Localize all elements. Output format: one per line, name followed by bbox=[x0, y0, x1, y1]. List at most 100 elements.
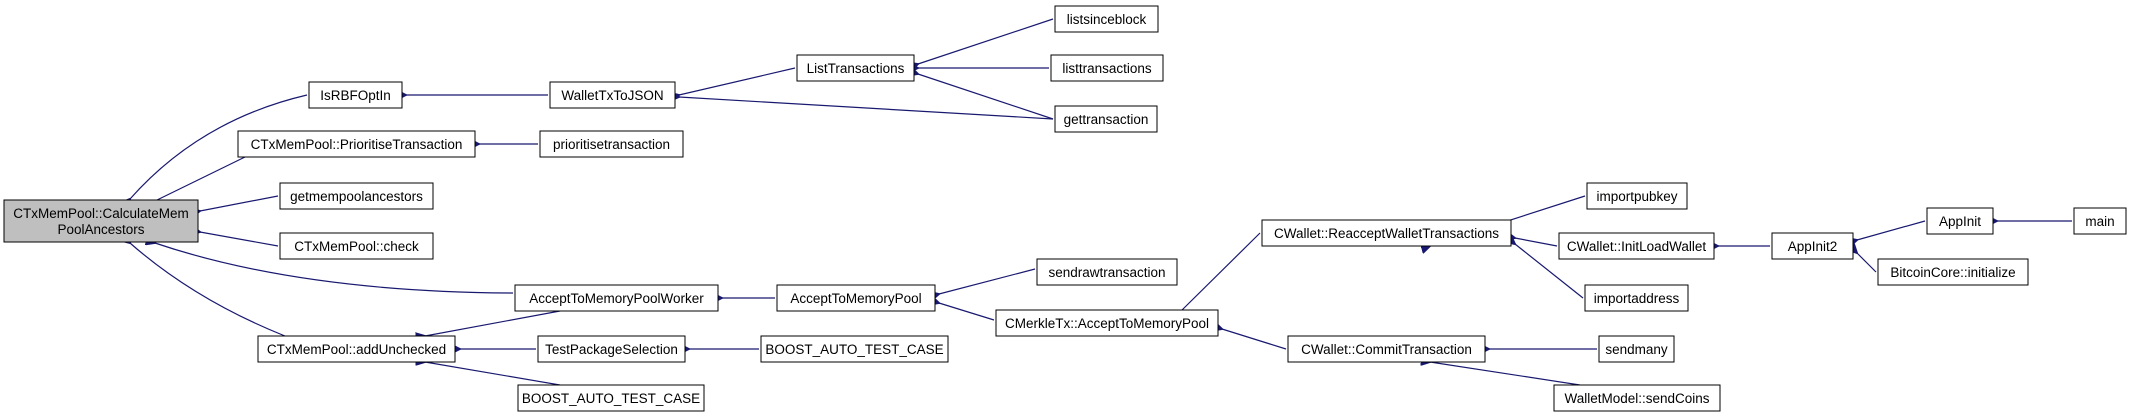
edge-importaddress-24 bbox=[1515, 244, 1584, 299]
node-reaccept[interactable]: CWallet::ReacceptWalletTransactions bbox=[1261, 219, 1512, 247]
node-label: PoolAncestors bbox=[57, 222, 144, 237]
node-prioritise[interactable]: CTxMemPool::PrioritiseTransaction bbox=[237, 130, 476, 158]
node-label: ListTransactions bbox=[807, 61, 905, 76]
node-isrbf[interactable]: IsRBFOptIn bbox=[308, 81, 403, 109]
edge-gettransaction-13 bbox=[679, 97, 1054, 120]
edge-addunchecked-5 bbox=[130, 243, 286, 337]
node-listtransactions[interactable]: listtransactions bbox=[1050, 54, 1164, 82]
node-label: importaddress bbox=[1594, 291, 1680, 306]
node-atmp[interactable]: AcceptToMemoryPool bbox=[776, 284, 936, 312]
edge-listsince-17 bbox=[918, 18, 1054, 64]
node-label: AcceptToMemoryPoolWorker bbox=[529, 291, 704, 306]
edge-listtx-12 bbox=[679, 67, 796, 95]
edge-commit-21 bbox=[1222, 329, 1287, 350]
node-label: AcceptToMemoryPool bbox=[790, 291, 921, 306]
node-box bbox=[237, 130, 476, 158]
node-getmempoolanc[interactable]: getmempoolancestors bbox=[279, 182, 434, 210]
node-listtx[interactable]: ListTransactions bbox=[796, 54, 915, 82]
node-label: AppInit2 bbox=[1788, 239, 1838, 254]
node-initload[interactable]: CWallet::InitLoadWallet bbox=[1558, 232, 1715, 260]
node-box bbox=[1054, 5, 1159, 33]
node-label: listtransactions bbox=[1062, 61, 1152, 76]
node-label: sendmany bbox=[1605, 342, 1668, 357]
node-box bbox=[2073, 207, 2127, 235]
node-box bbox=[279, 182, 434, 210]
node-gettransaction[interactable]: gettransaction bbox=[1054, 105, 1158, 133]
node-box bbox=[1553, 384, 1721, 412]
node-listsince[interactable]: listsinceblock bbox=[1054, 5, 1159, 33]
node-importaddress[interactable]: importaddress bbox=[1584, 284, 1689, 312]
node-label: TestPackageSelection bbox=[545, 342, 678, 357]
node-testpkg[interactable]: TestPackageSelection bbox=[537, 335, 686, 363]
node-box bbox=[257, 335, 456, 363]
node-label: CWallet::ReacceptWalletTransactions bbox=[1274, 226, 1499, 241]
edge-reaccept-20 bbox=[1180, 232, 1261, 312]
node-check[interactable]: CTxMemPool::check bbox=[279, 232, 434, 260]
node-label: BitcoinCore::initialize bbox=[1890, 265, 2015, 280]
node-sendcoins[interactable]: WalletModel::sendCoins bbox=[1553, 384, 1721, 412]
edge-merkle-16 bbox=[939, 303, 995, 321]
node-box bbox=[1771, 232, 1854, 260]
node-box bbox=[279, 232, 434, 260]
node-label: BOOST_AUTO_TEST_CASE bbox=[522, 391, 700, 406]
edge-atmpworker-11 bbox=[425, 310, 561, 336]
node-box bbox=[796, 54, 915, 82]
node-box bbox=[1584, 284, 1689, 312]
node-importpubkey[interactable]: importpubkey bbox=[1586, 182, 1688, 210]
node-atmpworker[interactable]: AcceptToMemoryPoolWorker bbox=[514, 284, 719, 312]
edge-gettransaction-19 bbox=[918, 74, 1054, 120]
node-box bbox=[1054, 105, 1158, 133]
node-label: CTxMemPool::CalculateMem bbox=[13, 206, 189, 221]
node-boost2[interactable]: BOOST_AUTO_TEST_CASE bbox=[517, 384, 705, 412]
node-box bbox=[514, 284, 719, 312]
edge-getmempoolanc-2 bbox=[200, 195, 279, 211]
edge-btcinit-29 bbox=[1857, 253, 1877, 273]
node-label: listsinceblock bbox=[1067, 12, 1147, 27]
node-box bbox=[1586, 182, 1688, 210]
edge-initload-23 bbox=[1515, 238, 1558, 247]
node-box bbox=[1558, 232, 1715, 260]
node-appinit2[interactable]: AppInit2 bbox=[1771, 232, 1854, 260]
node-boost1[interactable]: BOOST_AUTO_TEST_CASE bbox=[760, 335, 949, 363]
node-box bbox=[995, 309, 1219, 337]
edge-boost-10 bbox=[425, 362, 561, 386]
node-box bbox=[1287, 335, 1486, 363]
node-box bbox=[1926, 207, 1994, 235]
node-prioritisetx[interactable]: prioritisetransaction bbox=[539, 130, 684, 158]
node-label: CWallet::InitLoadWallet bbox=[1567, 239, 1707, 254]
node-box bbox=[776, 284, 936, 312]
node-btcinit[interactable]: BitcoinCore::initialize bbox=[1877, 258, 2029, 286]
node-merkle[interactable]: CMerkleTx::AcceptToMemoryPool bbox=[995, 309, 1219, 337]
node-main[interactable]: main bbox=[2073, 207, 2127, 235]
node-label: AppInit bbox=[1939, 214, 1981, 229]
node-sendmany[interactable]: sendmany bbox=[1598, 335, 1675, 363]
node-box bbox=[537, 335, 686, 363]
edge-atmpworker-4 bbox=[155, 243, 514, 294]
node-label: WalletTxToJSON bbox=[561, 88, 663, 103]
node-commit[interactable]: CWallet::CommitTransaction bbox=[1287, 335, 1486, 363]
node-label: BOOST_AUTO_TEST_CASE bbox=[765, 342, 943, 357]
node-label: CWallet::CommitTransaction bbox=[1301, 342, 1472, 357]
node-label: getmempoolancestors bbox=[290, 189, 423, 204]
node-label: main bbox=[2085, 214, 2114, 229]
node-box bbox=[1050, 54, 1164, 82]
node-box bbox=[1877, 258, 2029, 286]
node-box bbox=[517, 384, 705, 412]
node-box bbox=[308, 81, 403, 109]
node-appinit[interactable]: AppInit bbox=[1926, 207, 1994, 235]
node-label: importpubkey bbox=[1596, 189, 1677, 204]
node-sendraw[interactable]: sendrawtransaction bbox=[1036, 258, 1178, 286]
node-box bbox=[539, 130, 684, 158]
node-box bbox=[1598, 335, 1675, 363]
node-box bbox=[3, 199, 199, 243]
node-label: CMerkleTx::AcceptToMemoryPool bbox=[1005, 316, 1209, 331]
node-label: sendrawtransaction bbox=[1048, 265, 1165, 280]
node-label: prioritisetransaction bbox=[553, 137, 670, 152]
node-addunchecked[interactable]: CTxMemPool::addUnchecked bbox=[257, 335, 456, 363]
edge-appinit-28 bbox=[1857, 220, 1926, 240]
node-wallettx[interactable]: WalletTxToJSON bbox=[549, 81, 676, 109]
edge-sendraw-15 bbox=[939, 268, 1036, 294]
node-box bbox=[1261, 219, 1512, 247]
